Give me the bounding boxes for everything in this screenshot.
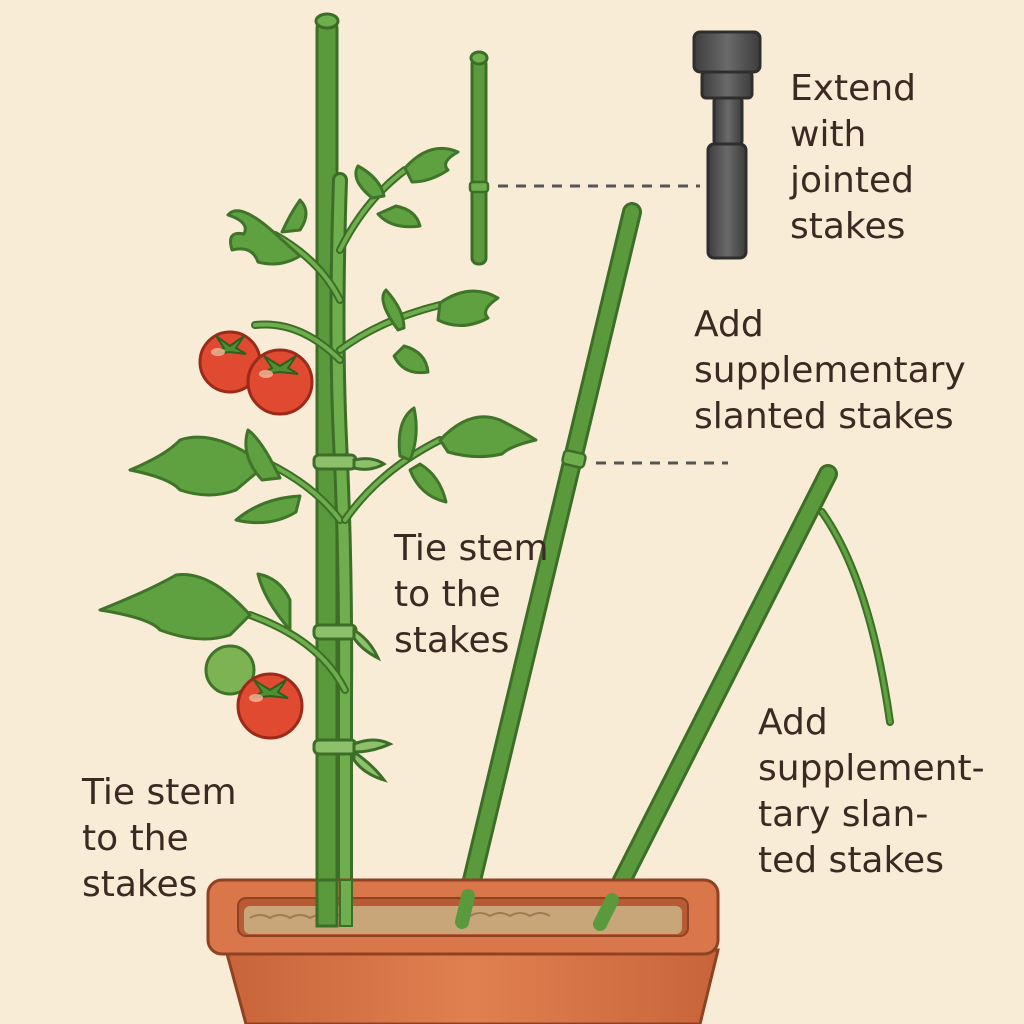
- label-line: stakes: [790, 206, 906, 247]
- label-line: with: [790, 114, 867, 155]
- label-line: slanted stakes: [694, 396, 954, 437]
- label-line: supplementary: [694, 350, 966, 391]
- label-extend-jointed-stakes: Extend with jointed stakes: [790, 66, 916, 250]
- label-line: Add: [694, 304, 764, 345]
- label-line: jointed: [790, 160, 914, 201]
- stem-base: [339, 879, 353, 927]
- slanted-stake-2-base: [593, 893, 619, 931]
- label-line: Tie stem: [82, 772, 237, 813]
- label-add-slanted-stakes-upper: Add supplementary slanted stakes: [694, 302, 966, 440]
- tomato-cluster-upper: [198, 330, 314, 416]
- slanted-stake-2: [590, 464, 894, 934]
- main-stake-base: [315, 878, 339, 928]
- label-line: stakes: [82, 864, 198, 905]
- slanted-stake-1-base: [455, 889, 475, 929]
- label-line: to the: [394, 574, 501, 615]
- label-tie-stem-middle: Tie stem to the stakes: [394, 526, 549, 664]
- label-line: tary slan-: [758, 794, 929, 835]
- stem-ties: [312, 453, 394, 783]
- label-line: Tie stem: [394, 528, 549, 569]
- label-line: stakes: [394, 620, 510, 661]
- jointed-stake-connector-icon: [692, 30, 762, 260]
- slanted-stake-1: [452, 202, 642, 932]
- label-tie-stem-left: Tie stem to the stakes: [82, 770, 237, 908]
- tomato-cluster-lower: [204, 644, 304, 740]
- label-line: to the: [82, 818, 189, 859]
- label-line: Add: [758, 702, 828, 743]
- label-line: Extend: [790, 68, 916, 109]
- label-line: supplement-: [758, 748, 985, 789]
- extension-stake: [468, 50, 490, 266]
- label-line: ted stakes: [758, 840, 944, 881]
- tomato-leaves: [98, 147, 538, 641]
- label-add-slanted-stakes-lower: Add supplement- tary slan- ted stakes: [758, 700, 985, 884]
